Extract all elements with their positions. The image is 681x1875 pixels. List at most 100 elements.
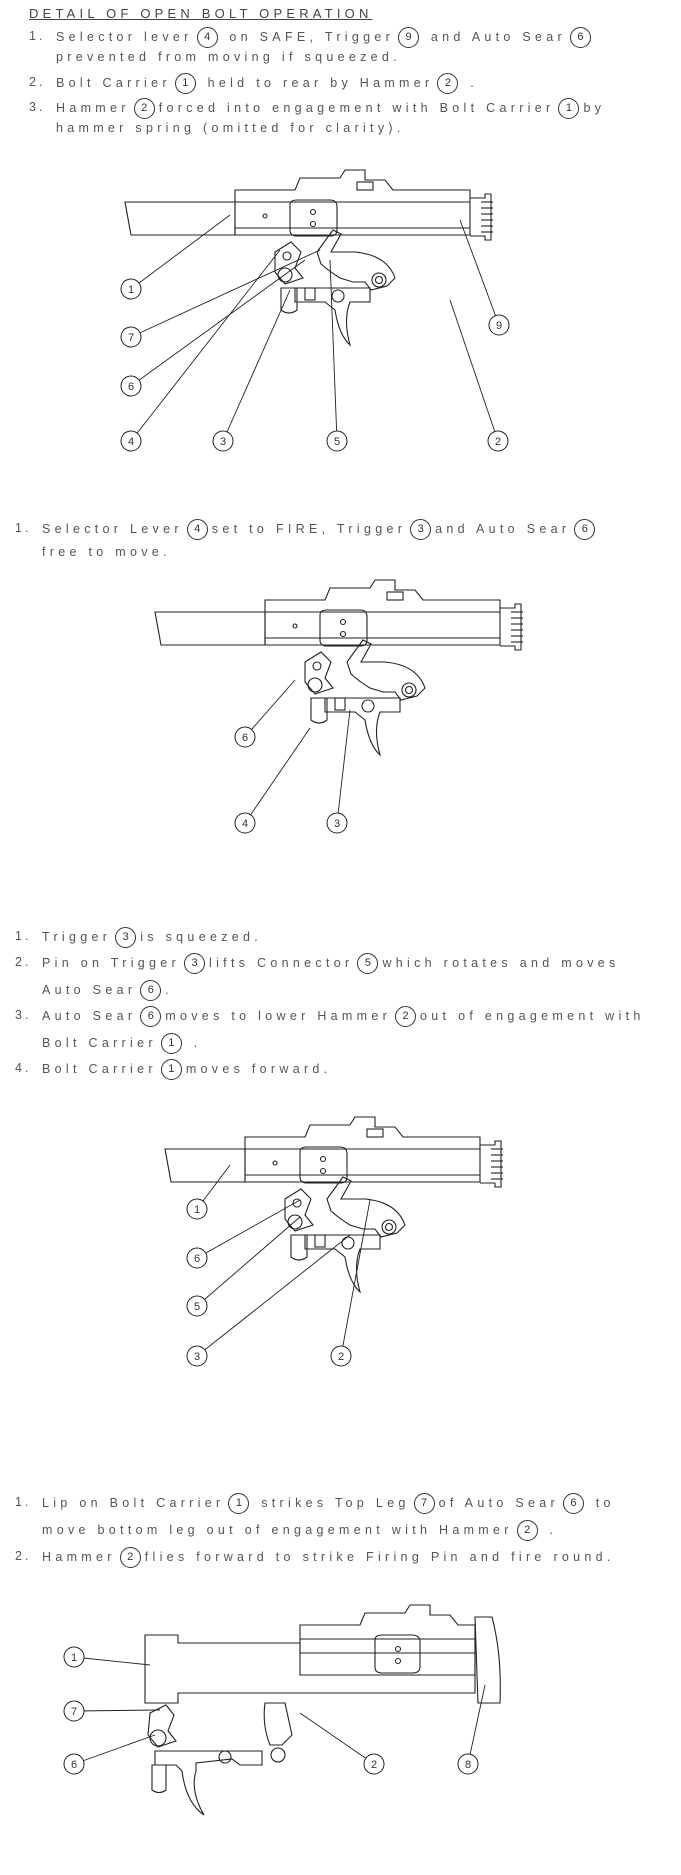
selector-pin [307, 677, 323, 693]
hammer [263, 1702, 293, 1746]
leader-line [222, 289, 291, 442]
callout-3: 3 [326, 709, 351, 834]
text-segment: Hammer [42, 1549, 116, 1564]
callout-4: 4 [234, 727, 311, 834]
selector-pin [149, 1729, 167, 1747]
bolt-carrier [164, 1148, 246, 1183]
trigger-mechanism [144, 1604, 501, 1816]
part-reference-badge: 1 [160, 1033, 182, 1054]
leader-line [340, 1199, 371, 1357]
text-segment: moves to lower Hammer [165, 1008, 392, 1023]
text-segment: moves forward. [185, 1061, 332, 1076]
charging-knob [470, 193, 492, 241]
callout-3: 3 [212, 289, 291, 452]
callout-label: 3 [220, 436, 226, 448]
step-text: move bottom leg out of engagement with H… [42, 1520, 557, 1541]
callout-1: 1 [186, 1164, 231, 1220]
part-reference-badge: 1 [228, 1493, 250, 1514]
part-reference-badge: 2 [133, 98, 155, 119]
text-segment: held to rear by Hammer [199, 75, 434, 90]
step-number: 1. [29, 29, 46, 43]
step-text: free to move. [42, 545, 171, 559]
text-segment: of Auto Sear [438, 1495, 559, 1510]
text-segment: set to FIRE, Trigger [211, 521, 407, 536]
leader-line [449, 299, 499, 442]
callout-5: 5 [326, 259, 348, 452]
selector-lever [290, 1234, 308, 1261]
ejection-port-cover [319, 609, 368, 647]
text-segment: to [587, 1495, 615, 1510]
selector-pin [277, 267, 293, 283]
text-segment: . [541, 1522, 558, 1537]
charging-knob [500, 603, 522, 651]
step-number: 1. [15, 929, 32, 943]
receiver [244, 1116, 481, 1183]
callout-1: 1 [120, 214, 231, 300]
text-segment: and Auto Sear [423, 29, 566, 44]
ejection-port-cover [299, 1146, 348, 1184]
firing-pin-face [474, 1616, 501, 1704]
text-segment: Selector lever [56, 29, 193, 44]
callout-circle [186, 1247, 208, 1269]
callout-label: 6 [242, 732, 248, 744]
leader-line [336, 709, 351, 824]
leader-line [130, 249, 321, 338]
step-number: 2. [15, 1549, 32, 1563]
part-reference-badge: 9 [398, 27, 420, 48]
leader-line [196, 1199, 301, 1259]
ejection-port-cover [289, 199, 338, 237]
leader-line [459, 219, 500, 326]
part-reference-badge: 2 [516, 1520, 538, 1541]
callout-circle [186, 1295, 208, 1317]
bolt-carrier [144, 1634, 476, 1704]
leader-line [130, 249, 281, 442]
callout-label: 1 [71, 1652, 77, 1664]
callout-6: 6 [63, 1734, 156, 1775]
callout-6: 6 [234, 679, 296, 748]
trigger-mechanism [154, 579, 523, 757]
part-reference-badge: 6 [140, 1006, 162, 1027]
text-segment: Pin on Trigger [42, 955, 181, 970]
trigger [294, 287, 371, 347]
part-reference-badge: 3 [184, 953, 206, 974]
trigger-mechanism [164, 1116, 503, 1294]
page-title: DETAIL OF OPEN BOLT OPERATION [29, 6, 373, 21]
callout-1: 1 [63, 1646, 151, 1668]
text-segment: lifts Connector [209, 955, 354, 970]
callout-circle [186, 1345, 208, 1367]
text-segment: strikes Top Leg [253, 1495, 410, 1510]
callout-label: 6 [194, 1253, 200, 1265]
leader-line [196, 1234, 351, 1357]
callout-label: 2 [495, 436, 501, 448]
auto-sear [147, 1704, 177, 1748]
part-reference-badge: 5 [357, 953, 379, 974]
callout-7: 7 [120, 249, 321, 348]
bolt-carrier [154, 611, 266, 646]
receiver [299, 1604, 476, 1676]
callout-label: 4 [242, 818, 248, 830]
text-segment: . [185, 1035, 202, 1050]
part-reference-badge: 7 [413, 1493, 435, 1514]
leader-line [244, 727, 311, 824]
step-number: 3. [29, 100, 46, 114]
connector [314, 1234, 326, 1248]
trigger [324, 697, 401, 757]
text-segment: . [462, 75, 479, 90]
hammer [316, 229, 396, 291]
text-segment: Auto Sear [42, 1008, 137, 1023]
callout-label: 4 [128, 436, 134, 448]
callout-2: 2 [299, 1712, 385, 1775]
step-number: 1. [15, 1495, 32, 1509]
text-segment: move bottom leg out of engagement with H… [42, 1522, 513, 1537]
part-reference-badge: 1 [174, 73, 196, 94]
leader-line [329, 259, 338, 442]
callout-label: 6 [71, 1759, 77, 1771]
text-segment: hammer spring (omitted for clarity). [56, 121, 405, 135]
